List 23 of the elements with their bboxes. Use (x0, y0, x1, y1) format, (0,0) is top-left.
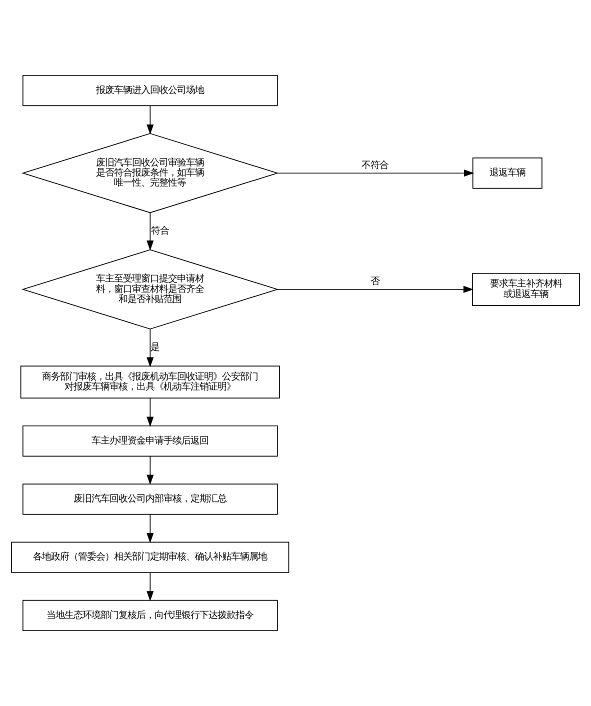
arrow (146, 212, 154, 251)
arrow (146, 105, 154, 135)
arrow (146, 572, 154, 602)
arrow (146, 514, 154, 544)
arrow (146, 398, 154, 427)
node-box: 当地生态环境部门复核后，向代理银行下达拨款指令 (22, 600, 278, 632)
edge-label: 符合 (150, 226, 169, 237)
edge-label: 是 (150, 342, 160, 353)
arrow (146, 328, 154, 368)
node-diamond: 废旧汽车回收公司审验车辆是否符合报废条件，如车辆唯一性、完整性等 (22, 133, 279, 214)
arrow (277, 286, 474, 293)
node-box: 车主办理资金申请手续后返回 (22, 425, 278, 457)
node-box: 商务部门审核，出具《报废机动车回收证明》公安部门对报废车辆审核，出具《机动车注销证明》 (20, 366, 280, 398)
node-box: 报废车辆进入回收公司场地 (22, 74, 278, 106)
node-box: 各地政府（管委会）相关部门定期审核、确认补贴车辆属地 (11, 542, 290, 573)
edge-label: 否 (370, 276, 380, 288)
arrow (277, 170, 474, 177)
node-box: 废旧汽车回收公司内部审核，定期汇总 (22, 484, 278, 515)
node-box: 退返车辆 (472, 158, 542, 189)
arrow (146, 456, 154, 485)
node-box: 要求车主补齐材料或退返车辆 (472, 272, 580, 306)
node-diamond: 车主至受理窗口提交申请材料，窗口审查材料是否齐全和是否补贴范围 (22, 249, 279, 330)
edge-label: 不符合 (362, 160, 389, 171)
